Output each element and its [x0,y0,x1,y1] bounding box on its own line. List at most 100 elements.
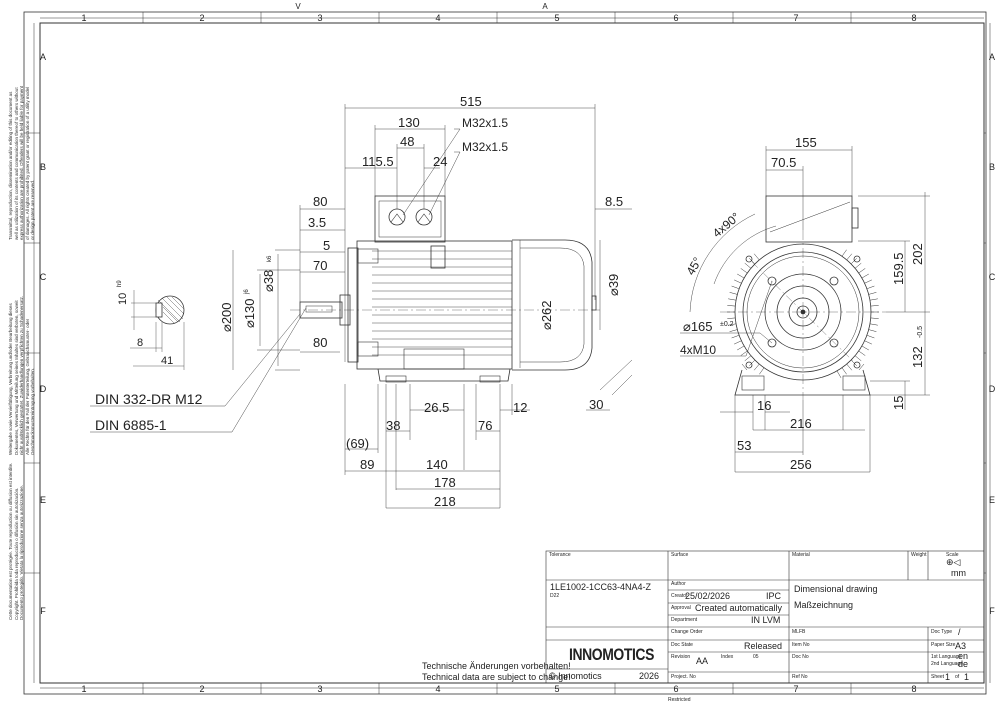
col-4-bottom: 4 [435,684,440,694]
cooling-rib [858,268,866,274]
unit-mm: mm [951,568,966,578]
col-2-bottom: 2 [199,684,204,694]
cooling-rib [753,253,760,261]
cooling-rib [869,323,878,326]
notice-english: Technical data are subject to change! [422,672,571,682]
dim-gland-2: M32x1.5 [462,140,508,154]
cooling-rib [868,292,877,295]
dim-shaft-length: 80 [313,194,327,209]
lang2-value: de [958,659,969,669]
side-note-middle-line: nicht ausdrücklich gestattet. Zuwiderhan… [19,295,25,455]
dim-overall-length: 515 [460,94,482,109]
material-label: Material [792,552,810,558]
cooling-rib [850,258,857,265]
cooling-rib [836,370,842,378]
cooling-rib [734,279,742,284]
cooling-rib [846,363,853,371]
side-note-lower-line: Documento protegido. Vietata la riproduz… [19,485,25,620]
dim-foot-76: 76 [478,418,492,433]
dim-end-dia: ⌀39 [606,274,621,296]
doc-type-label: Doc Type [931,629,953,635]
dim-box-width: 155 [795,135,817,150]
side-note-upper-line: or design patent are reserved. [30,179,36,240]
creator-label: Creator [671,593,688,599]
dim-pcd: ⌀165 [683,319,713,334]
dim-foot-53: 53 [737,438,751,453]
dim-foot-30: 30 [589,397,603,412]
doc-no-label: Doc No [792,654,809,660]
dim-key-width-fit: h9 [117,280,123,287]
col-3-bottom: 3 [317,684,322,694]
doc-state-label: Doc State [671,642,693,648]
cooling-rib [870,317,879,319]
col-8-bottom: 8 [911,684,916,694]
dim-shaft-height-tol: -0.5 [917,326,924,338]
side-note-middle-line: Geschmacksmustereintragung vorbehalten. [30,367,36,455]
dim-height-159-5: 159.5 [891,252,906,285]
cooling-rib [727,305,736,307]
cooling-rib [749,258,756,265]
dim-box-offset: 70.5 [771,155,796,170]
company-logo: INNOMOTICS [569,645,654,664]
notice-german: Technische Änderungen vorbehalten! [422,661,571,671]
note-thread: DIN 332-DR M12 [95,391,203,407]
dim-gland-offset: 24 [433,154,447,169]
lang1-value: en [958,651,969,661]
col-1-top: 1 [81,13,86,23]
cooling-rib [737,345,745,351]
row-f-right: F [989,606,995,616]
dim-angle-45: 45° [683,255,704,278]
index-label: Index [721,654,734,660]
shaft-section-detail [130,290,185,370]
dim-spigot-fit: j6 [244,289,250,295]
cooling-rib [861,345,869,351]
cooling-rib [728,323,737,326]
copyright: © Innomotics [549,671,602,681]
sheet-of: of [955,674,960,680]
department-value: IN LVM [751,615,781,625]
side-view-dimension-text: 515 130 M32x1.5 48 M32x1.5 115.5 24 80 3… [95,94,623,509]
cooling-rib [841,367,847,375]
dim-terminal-box-width: 130 [398,115,420,130]
cooling-rib [850,359,857,366]
dim-foot-16: 16 [757,398,771,413]
cooling-rib [861,273,869,279]
cooling-rib [729,329,738,332]
dim-foot-15: 15 [891,396,906,410]
dim-key-width: 10 [117,293,129,305]
row-b-right: B [989,162,995,172]
col-5-bottom: 5 [554,684,559,694]
sheet-number: 1 [945,672,951,682]
project-no-label: Project. No [671,674,696,680]
dim-ref-69: (69) [346,436,369,451]
cooling-rib [753,363,760,371]
side-note-lower-line: Cette documentation est protégée. Toute … [8,462,13,620]
cooling-rib [744,355,752,362]
paper-size-value: A3 [955,641,967,651]
dim-key-depth: 8 [137,337,143,349]
weight-label: Weight [911,552,927,558]
col-1-bottom: 1 [81,684,86,694]
col-7-top: 7 [793,13,798,23]
note-key: DIN 6885-1 [95,417,167,433]
dim-gland-center: 48 [400,134,414,149]
doc-state-value: Released [744,641,783,651]
doc-type-value: / [958,627,961,637]
row-b-left: B [40,162,46,172]
col-4-top: 4 [435,13,440,23]
part-number: 1LE1002-1CC63-4NA4-Z [550,582,652,592]
dim-foot-26-5: 26.5 [424,400,449,415]
cooling-rib [744,262,752,269]
dim-shaft-height: 132 [910,346,925,368]
approval-label: Approval [671,605,691,611]
projection-symbol-icon: ⊕◁ [946,557,961,567]
col-8-top: 8 [911,13,916,23]
side-note-upper-line: Transmittal, reproduction, dissemination… [8,91,13,240]
cooling-rib [866,285,875,289]
copyright-year: 2026 [639,671,660,681]
cooling-rib [854,355,862,362]
mlfb-label: MLFB [792,629,806,635]
side-view-motor [290,195,600,383]
cooling-rib [728,298,737,301]
